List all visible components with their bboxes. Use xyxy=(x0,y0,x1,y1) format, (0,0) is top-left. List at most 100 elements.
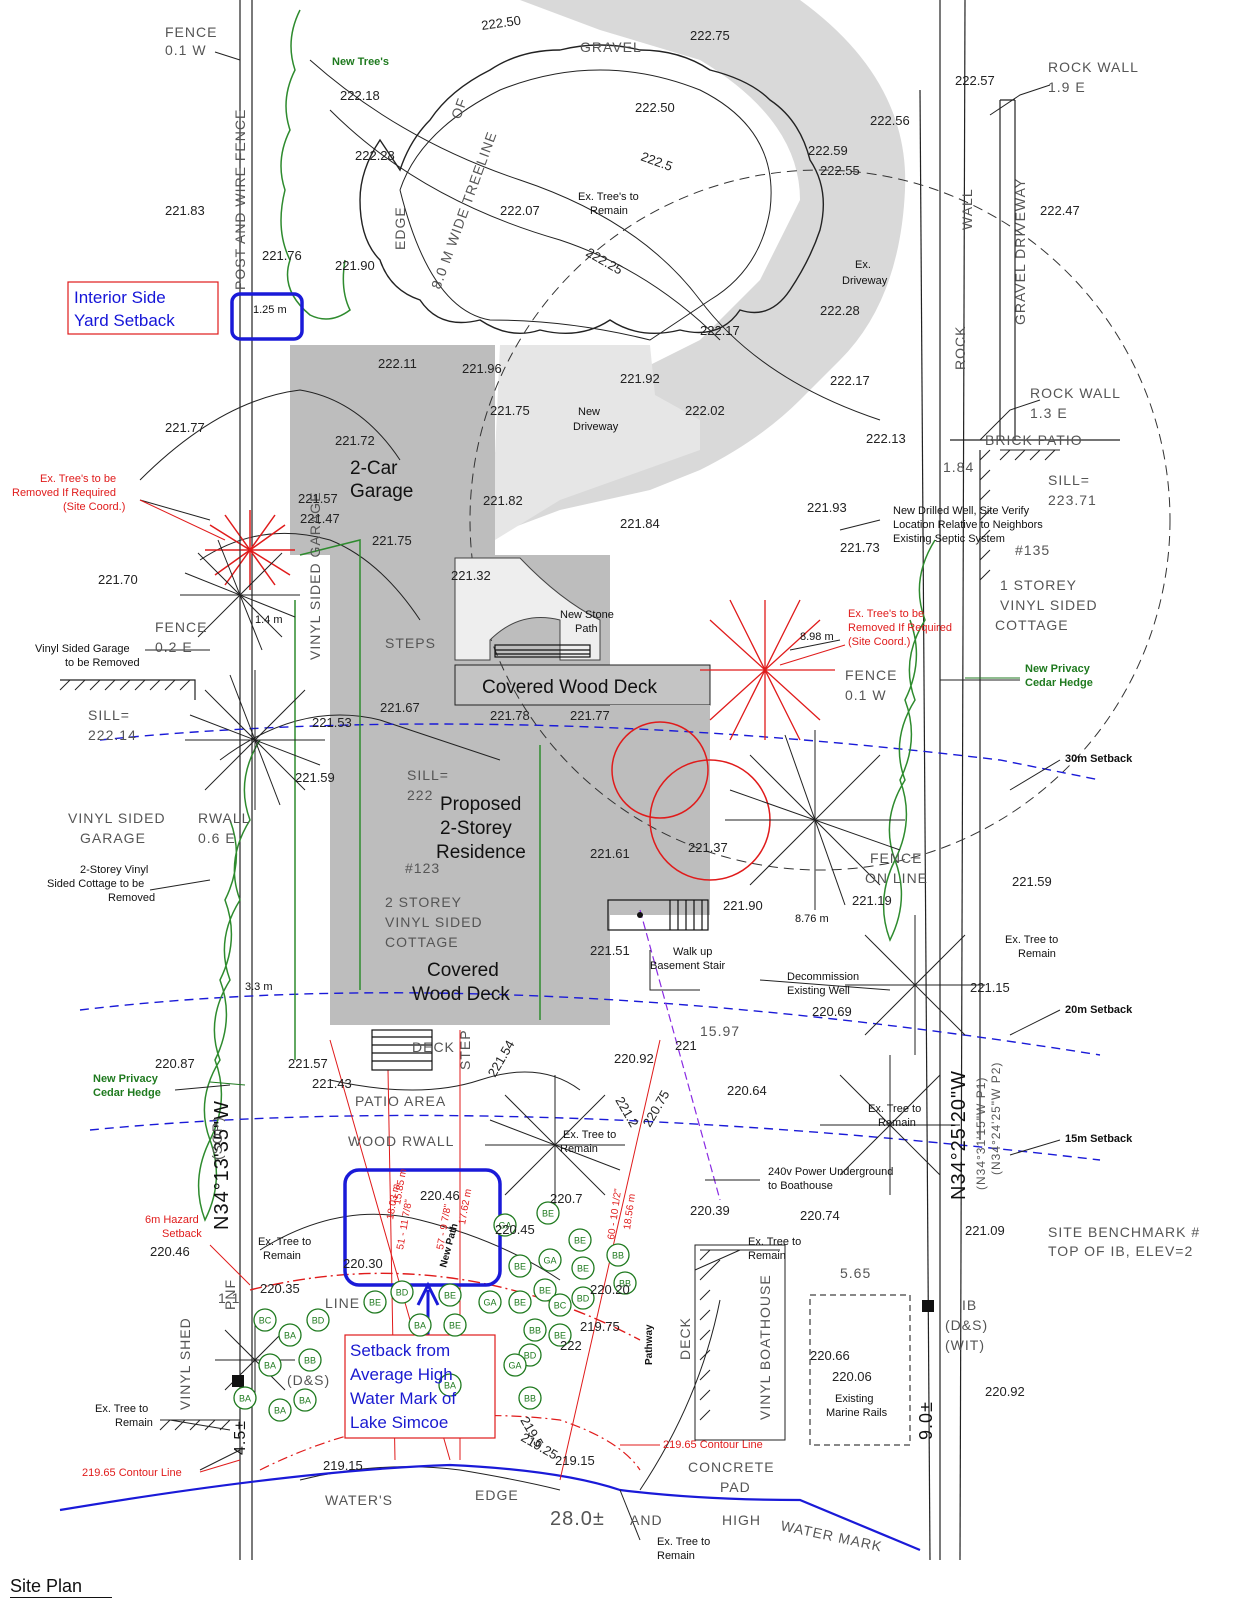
proposed-tree-code: GA xyxy=(483,1298,496,1308)
proposed-tree-circle xyxy=(278,1323,302,1347)
dim-898: 8.98 m xyxy=(800,631,834,643)
elevation-label: 221.47 xyxy=(300,511,340,526)
interior-setback-l2: Yard Setback xyxy=(74,311,175,330)
proposed-tree-circle xyxy=(571,1286,595,1310)
elevation-label: 221.92 xyxy=(620,371,660,386)
well-radius-circle xyxy=(469,169,1171,871)
cottage-l2: VINYL SIDED xyxy=(1000,597,1098,613)
new-stone-l2: Path xyxy=(575,623,598,635)
elevation-label: 221.76 xyxy=(262,248,302,263)
covered-deck-bottom-l1: Covered xyxy=(427,960,499,981)
stone-path xyxy=(454,557,601,661)
proposed-tree-circle xyxy=(443,1313,467,1337)
vinyl-boathouse: VINYL BOATHOUSE xyxy=(757,1274,773,1420)
elevation-label: 221.96 xyxy=(462,361,502,376)
elevation-label: 221.57 xyxy=(288,1056,328,1071)
deck-label: DECK xyxy=(412,1039,455,1055)
water-setback-label-box xyxy=(344,1334,496,1439)
proposed-tree-code: BE xyxy=(514,1298,526,1308)
interior-setback-highlight xyxy=(230,292,304,341)
hazard-l1: 6m Hazard xyxy=(145,1214,199,1226)
proposed-tree-code: BB xyxy=(619,1279,631,1289)
elevation-label: 221.73 xyxy=(840,540,880,555)
elevation-label: 221.59 xyxy=(1012,874,1052,889)
elevation-label: 221.43 xyxy=(312,1076,352,1091)
elevation-label: 220.46 xyxy=(420,1188,460,1203)
contour-right: 219.65 Contour Line xyxy=(663,1439,763,1451)
elevation-label: 219.15 xyxy=(323,1458,363,1473)
proposed-tree-code: BE xyxy=(539,1286,551,1296)
rwall: RWALL xyxy=(198,810,250,826)
elevation-label: 219.75 xyxy=(580,1319,620,1334)
proposed-tree-code: BE xyxy=(444,1291,456,1301)
elevation-label: 221.83 xyxy=(165,203,205,218)
setback-water-l3: Water Mark of xyxy=(350,1389,456,1408)
new-hedge-right-l2: Cedar Hedge xyxy=(1025,677,1093,689)
proposed-tree-code: BB xyxy=(304,1356,316,1366)
proposed-tree-circle xyxy=(478,1290,502,1314)
two-storey-l2: VINYL SIDED xyxy=(385,914,483,930)
proposed-tree-circle xyxy=(253,1308,277,1332)
proposed-l3: Residence xyxy=(436,842,526,863)
setback-30: 30m Setback xyxy=(1065,753,1133,765)
elevation-label: 221.90 xyxy=(335,258,375,273)
elevation-label: 222.57 xyxy=(955,73,995,88)
proposed-tree-circle xyxy=(233,1386,257,1410)
hatched-walls xyxy=(59,449,1060,1441)
proposed-tree-code: BE xyxy=(577,1264,589,1274)
sill-mid-val: 222 xyxy=(407,787,433,803)
green-leaders xyxy=(209,677,1020,1086)
patio-area: PATIO AREA xyxy=(355,1093,446,1109)
sill-mid: SILL= xyxy=(407,767,449,783)
site-bm-l2: TOP OF IB, ELEV=2 xyxy=(1048,1243,1193,1259)
elevation-label: 220.92 xyxy=(985,1384,1025,1399)
ex-tree-left-l2: Remain xyxy=(263,1250,301,1262)
proposed-tree-circle xyxy=(548,1323,572,1347)
proposed-tree-code: BD xyxy=(524,1351,537,1361)
elevation-label: 221.72 xyxy=(335,433,375,448)
post-wire-fence-label: POST AND WIRE FENCE xyxy=(232,109,248,290)
ex-remove-right-l2: Removed If Required xyxy=(848,622,952,634)
of-label: OF xyxy=(448,95,470,121)
treeline-edge xyxy=(359,44,825,335)
walkup-l2: Basement Stair xyxy=(650,960,726,972)
ex-remove-left-l2: Removed If Required xyxy=(12,487,116,499)
elevation-label: 222.28 xyxy=(820,303,860,318)
stairs xyxy=(371,644,709,1071)
elevation-label: 222.50 xyxy=(480,13,521,33)
covered-deck-top: Covered Wood Deck xyxy=(482,677,657,698)
sill-left: SILL= xyxy=(88,707,130,723)
dim-14: 1.4 m xyxy=(255,614,283,626)
fence-top-label: FENCE xyxy=(165,24,217,40)
rock-label: ROCK xyxy=(952,326,968,370)
garage-l1: 2-Car xyxy=(350,458,398,479)
elevation-label: 221.93 xyxy=(807,500,847,515)
proposed-tree-circle xyxy=(533,1278,557,1302)
rwall-sub: 0.6 E xyxy=(198,830,236,846)
treeline-label: 8.0 M WIDE TREELINE xyxy=(428,129,500,291)
cottage-l1: 1 STOREY xyxy=(1000,577,1077,593)
elevation-label: 222.13 xyxy=(866,431,906,446)
step-label: STEP xyxy=(457,1029,473,1070)
proposed-tree-circle xyxy=(508,1290,532,1314)
wood-rwall: WOOD RWALL xyxy=(348,1133,454,1149)
proposed-tree-circle xyxy=(493,1213,517,1237)
two-storey-l3: COTTAGE xyxy=(385,934,459,950)
elevation-label: 222.28 xyxy=(355,148,395,163)
fence-right-sub: 0.1 W xyxy=(845,687,887,703)
ex-tree-boat-l1: Ex. Tree to xyxy=(748,1236,801,1248)
ex-tree-boat-l2: Remain xyxy=(748,1250,786,1262)
ex-driveway-l2: Driveway xyxy=(842,275,888,287)
ex-tree-remain-right-l1: Ex. Tree to xyxy=(1005,934,1058,946)
elevation-label: 220.87 xyxy=(155,1056,195,1071)
dim-45: 4.5± xyxy=(232,1420,249,1455)
elevation-label: 221.57 xyxy=(298,491,338,506)
ex-tree-left-l1: Ex. Tree to xyxy=(258,1236,311,1248)
waters: WATER'S xyxy=(325,1492,393,1508)
edge-label: EDGE xyxy=(392,206,408,250)
proposed-tree-code: BE xyxy=(514,1262,526,1272)
vinyl-sided-garage-l1: VINYL SIDED xyxy=(68,810,166,826)
proposed-tree-code: BA xyxy=(264,1361,276,1371)
vinyl-shed: VINYL SHED xyxy=(177,1317,193,1410)
elevation-label: 221.53 xyxy=(312,715,352,730)
